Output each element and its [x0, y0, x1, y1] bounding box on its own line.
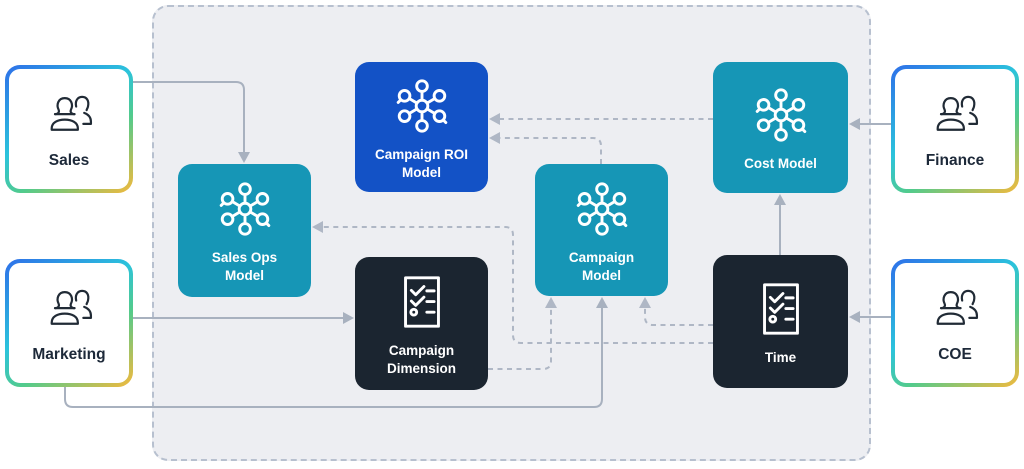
node-label: Campaign Model — [568, 249, 635, 283]
edge-campaigndimension-to-campaignmodel — [488, 308, 552, 370]
node-campaign-roi-model: Campaign ROI Model — [355, 62, 488, 192]
arrowhead-icon — [343, 312, 354, 324]
node-label: Campaign ROI Model — [374, 146, 468, 180]
people-icon — [42, 88, 96, 142]
network-model-icon — [750, 84, 812, 146]
arrowhead-icon — [545, 297, 557, 308]
node-label: Time — [764, 350, 797, 366]
arrowhead-icon — [774, 194, 786, 205]
node-time: Time — [713, 255, 848, 388]
checklist-icon — [750, 278, 812, 340]
card-label: COE — [938, 346, 972, 363]
arrowhead-icon — [312, 221, 323, 233]
arrowhead-icon — [489, 132, 500, 144]
node-campaign-model: Campaign Model — [535, 164, 668, 296]
arrowhead-icon — [849, 118, 860, 130]
network-model-icon — [214, 178, 276, 240]
edge-marketing-to-campaignmodel — [64, 308, 603, 408]
arrowhead-icon — [639, 297, 651, 308]
people-icon — [928, 88, 982, 142]
edge-campaignmodel-to-roi — [500, 137, 602, 164]
arrowhead-icon — [596, 297, 608, 308]
node-label: Campaign Dimension — [386, 343, 456, 376]
arrowhead-icon — [489, 113, 500, 125]
card-finance: Finance — [891, 65, 1019, 193]
arrowhead-icon — [849, 311, 860, 323]
edge-sales-to-salesops — [133, 81, 245, 152]
card-marketing: Marketing — [5, 259, 133, 387]
network-model-icon — [391, 75, 453, 137]
network-model-icon — [571, 178, 633, 240]
card-label: Marketing — [32, 346, 106, 363]
checklist-icon — [391, 271, 453, 333]
card-coe: COE — [891, 259, 1019, 387]
node-sales-ops-model: Sales Ops Model — [178, 164, 311, 297]
edge-time-to-salesops — [323, 226, 713, 344]
node-label: Sales Ops Model — [211, 250, 278, 283]
arrowhead-icon — [238, 152, 250, 163]
people-icon — [42, 282, 96, 336]
node-cost-model: Cost Model — [713, 62, 848, 193]
edge-time-to-campaignmodel — [644, 308, 713, 326]
card-label: Finance — [925, 152, 985, 169]
card-sales: Sales — [5, 65, 133, 193]
node-label: Cost Model — [744, 156, 817, 172]
node-campaign-dimension: Campaign Dimension — [355, 257, 488, 390]
people-icon — [928, 282, 982, 336]
card-label: Sales — [48, 152, 90, 169]
